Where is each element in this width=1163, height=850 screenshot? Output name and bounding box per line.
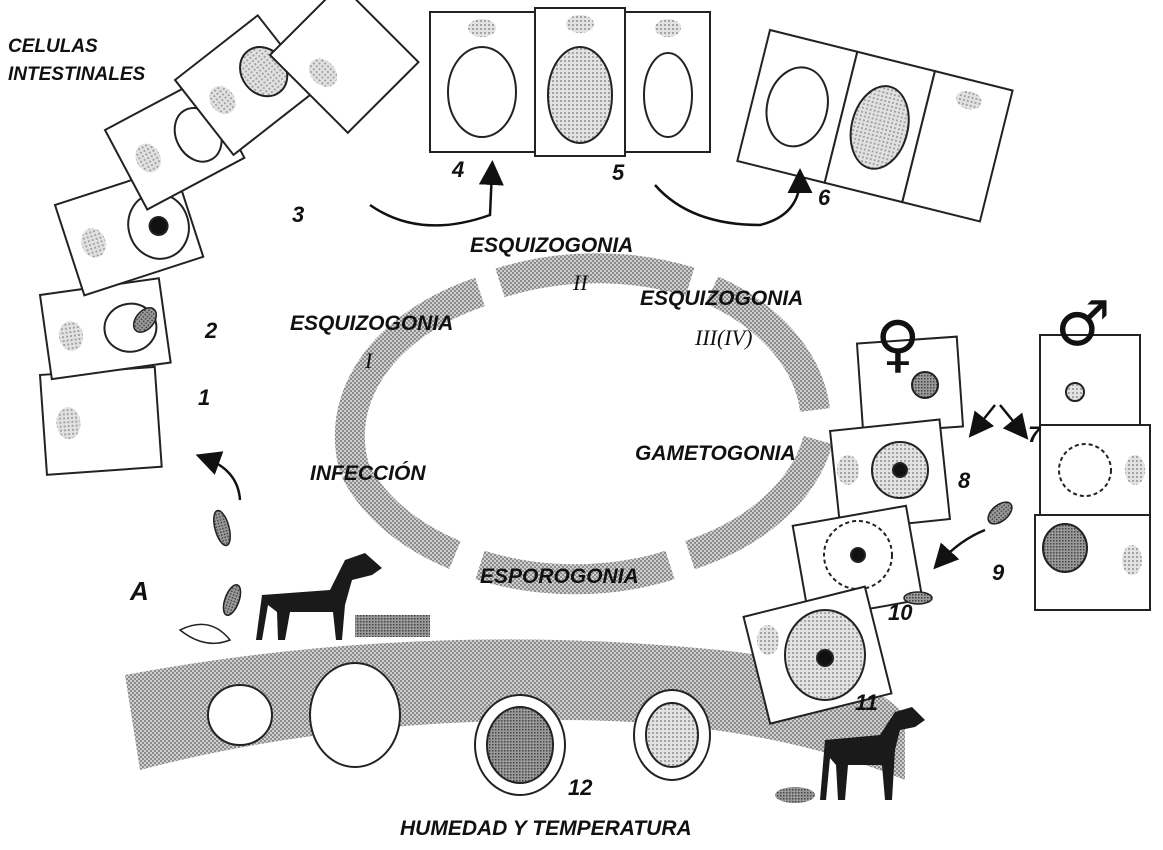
cell-nucleus	[468, 19, 496, 37]
arrow-9-to-10	[940, 530, 985, 562]
dog-host-icon	[256, 553, 430, 640]
cell-nucleus	[757, 625, 779, 655]
phase-label-esquizogonia-3: ESQUIZOGONIA	[640, 287, 803, 310]
stage-number-11: 11	[855, 690, 878, 715]
stage-number-2: 2	[204, 318, 218, 343]
oocyst-unsporulated	[208, 685, 272, 745]
point-label-a: A	[129, 576, 149, 606]
phase-label-esporogonia: ESPOROGONIA	[480, 565, 639, 588]
schizogony-3-cells	[737, 30, 1012, 221]
stage-number-3: 3	[292, 202, 304, 227]
arrow-a-to-1	[205, 458, 240, 500]
female-symbol: ♀	[875, 307, 920, 380]
stage-number-12: 12	[568, 775, 593, 800]
microgametocyte	[1066, 383, 1084, 401]
grass-icon	[355, 615, 430, 637]
arrow-5-to-6	[655, 178, 800, 225]
environment-label: HUMEDAD Y TEMPERATURA	[400, 817, 692, 840]
cell-nucleus	[566, 15, 594, 33]
arrow-7-male	[1000, 405, 1022, 432]
arrow-3-to-4	[370, 170, 492, 225]
cell-nucleus	[837, 455, 859, 485]
stage-number-5: 5	[612, 160, 625, 185]
microgametocyte-mature	[1059, 444, 1111, 496]
male-symbol: ♂	[1055, 287, 1111, 360]
arrow-7-female	[975, 405, 995, 430]
stage-number-7: 7	[1028, 422, 1042, 447]
phase-label-gametogonia: GAMETOGONIA	[635, 442, 796, 465]
phase-label-esquizogonia-1: ESQUIZOGONIA	[290, 312, 453, 335]
intestinal-cell	[270, 0, 418, 133]
oocyst-sporoblasts	[310, 663, 400, 767]
stage-number-4: 4	[451, 157, 464, 182]
stage-number-9: 9	[992, 560, 1005, 585]
ring-segment-esquizogonia-2	[500, 268, 690, 283]
gametogony-male-cells	[1035, 335, 1150, 610]
phase-roman-esquizogonia-2: II	[572, 270, 589, 295]
phase-label-esquizogonia-2: ESQUIZOGONIA	[470, 234, 633, 257]
stage-number-6: 6	[818, 185, 831, 210]
merozoites	[644, 53, 692, 137]
parasite-schizont	[548, 47, 612, 143]
stage-number-8: 8	[958, 468, 971, 493]
phase-label-infeccion: INFECCIÓN	[310, 461, 426, 485]
cell-nucleus	[1125, 455, 1145, 485]
title-line-1: CELULAS	[8, 36, 98, 57]
cell-nucleus	[655, 19, 681, 37]
stage-number-1: 1	[198, 385, 210, 410]
parasite-schizont	[448, 47, 516, 137]
cell-nucleus	[1122, 545, 1142, 575]
schizogony-2-cells	[430, 8, 710, 156]
phase-roman-esquizogonia-3: III(IV)	[694, 325, 752, 350]
title-line-2: INTESTINALES	[8, 64, 146, 85]
stage-number-10: 10	[888, 600, 913, 625]
feces-icon	[775, 787, 815, 803]
microgametes	[1043, 524, 1087, 572]
gametogony-female-cells	[744, 337, 963, 724]
